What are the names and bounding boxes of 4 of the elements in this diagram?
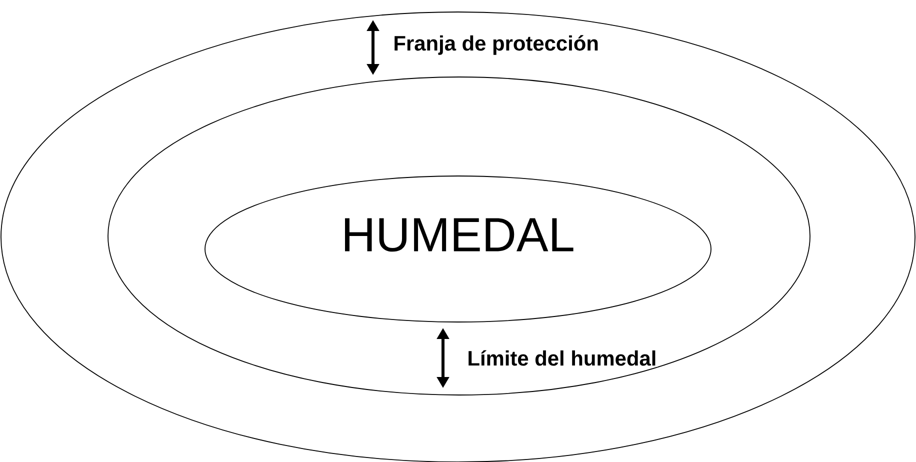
ellipse-outline: [108, 76, 810, 396]
zone-label: Límite del humedal: [466, 349, 658, 367]
ellipse-outline: [0, 12, 916, 462]
zone-label: Franja de protección: [392, 34, 600, 56]
